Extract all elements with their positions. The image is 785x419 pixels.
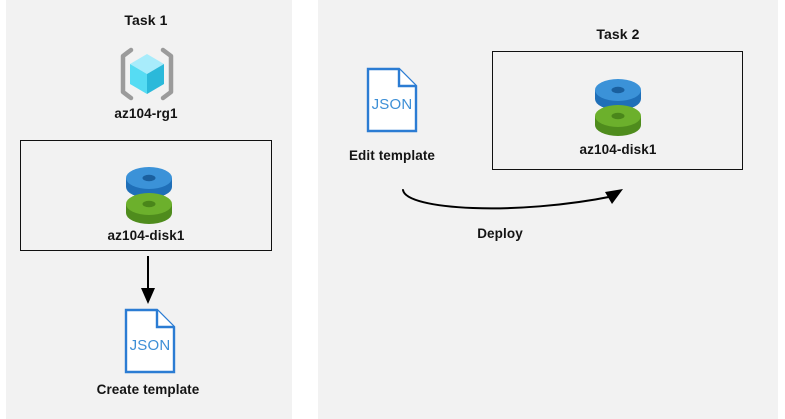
task2-title: Task 2 [596, 26, 640, 42]
edit-template-label: Edit template [348, 148, 436, 163]
resource-group-icon [117, 46, 177, 102]
json-file-icon-text: JSON [130, 337, 171, 354]
task2-disk-label: az104-disk1 [579, 142, 657, 157]
json-file-icon-text: JSON [372, 96, 413, 113]
create-template-label: Create template [96, 382, 200, 397]
resource-group-label: az104-rg1 [114, 106, 178, 121]
json-file-icon: JSON [366, 67, 418, 133]
deploy-label: Deploy [477, 226, 523, 241]
json-file-icon: JSON [124, 308, 176, 374]
managed-disk-icon [592, 79, 644, 136]
task1-disk-label: az104-disk1 [107, 228, 185, 243]
create-template-arrow [136, 256, 160, 306]
deploy-arrow [396, 182, 636, 228]
managed-disk-icon [123, 167, 175, 224]
task1-title: Task 1 [124, 12, 168, 28]
